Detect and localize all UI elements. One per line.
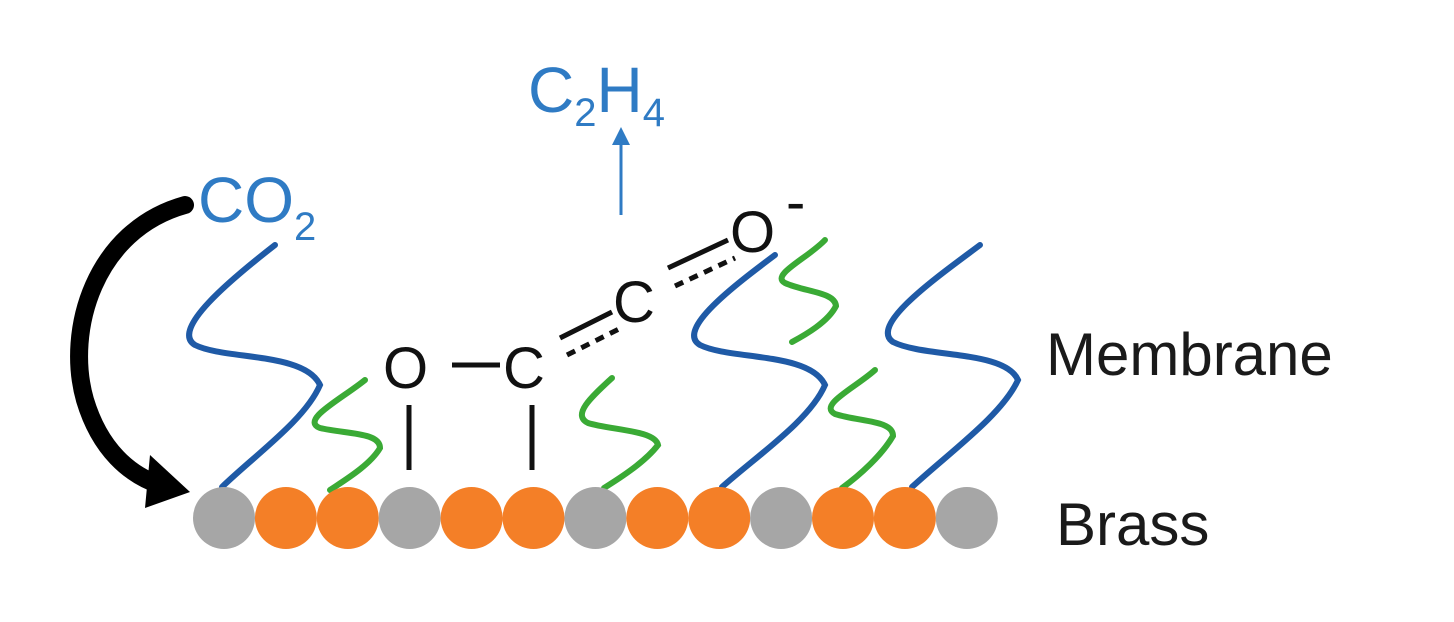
zinc-atom — [564, 487, 627, 549]
copper-atom — [254, 487, 317, 549]
bond-c-c-dashed — [565, 326, 621, 358]
copper-atom — [688, 487, 751, 549]
product-sub-2: 4 — [643, 91, 665, 135]
atom-c-bound: C — [503, 336, 545, 401]
copper-atom — [873, 487, 936, 549]
product-h: H — [596, 54, 642, 126]
copper-atom — [440, 487, 503, 549]
zinc-atom — [750, 487, 813, 549]
zinc-atom — [378, 487, 441, 549]
product-label: C2H4 — [528, 54, 665, 135]
membrane-chains-green — [311, 237, 897, 493]
membrane-chains-blue — [186, 242, 1022, 490]
atom-c-top: C — [613, 270, 655, 335]
green-chain-4 — [827, 367, 897, 491]
brass-label: Brass — [1056, 491, 1209, 558]
blue-chain-2 — [691, 252, 829, 490]
copper-atom — [812, 487, 874, 549]
bond-c-c-solid — [558, 309, 614, 341]
green-chain-2 — [579, 375, 662, 491]
product-c: C — [528, 54, 574, 126]
co2-flow-arrow — [70, 196, 194, 508]
atom-o-bound: O — [383, 336, 428, 401]
blue-chain-3 — [884, 242, 1022, 490]
bond-c-o-solid — [666, 237, 730, 271]
membrane-label: Membrane — [1046, 321, 1333, 388]
reactant-sub: 2 — [294, 205, 316, 249]
copper-atom — [626, 487, 689, 549]
reactant-label: CO2 — [198, 164, 316, 249]
intermediate: O C C O - — [383, 170, 805, 470]
blue-chain-1 — [186, 242, 324, 490]
charge-sign: - — [786, 170, 805, 235]
green-chain-1 — [311, 377, 384, 493]
copper-atom — [502, 487, 565, 549]
zinc-atom — [935, 487, 998, 549]
atom-o-top: O — [730, 200, 775, 265]
copper-atom — [316, 487, 379, 549]
zinc-atom — [193, 487, 255, 549]
bond-c-o-dashed — [673, 255, 737, 289]
reactant-co: CO — [198, 164, 294, 236]
green-chain-3 — [778, 237, 840, 345]
brass-surface — [193, 487, 998, 549]
product-sub-1: 2 — [574, 91, 596, 135]
